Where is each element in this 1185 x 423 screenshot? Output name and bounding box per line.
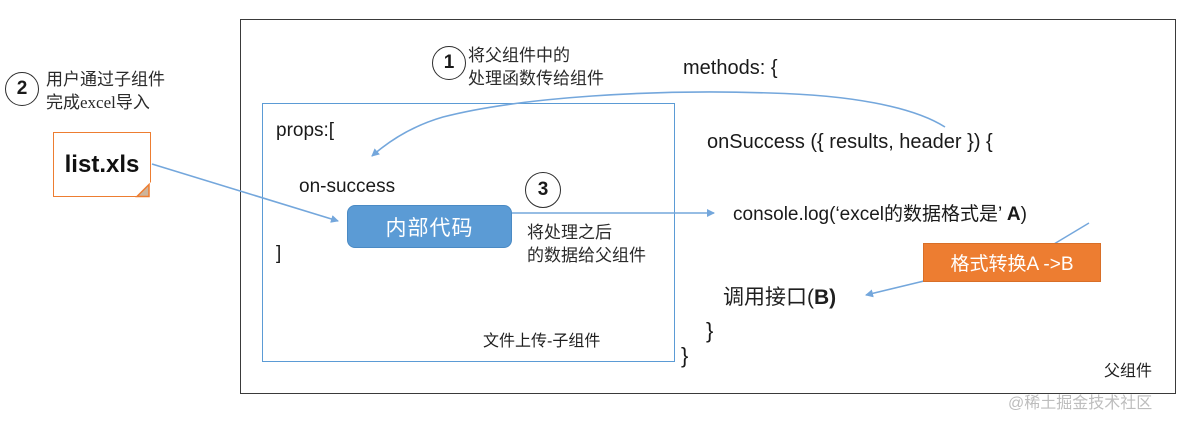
step-3-line1: 将处理之后 (527, 223, 612, 242)
step-1-line2: 处理函数传给组件 (468, 69, 604, 88)
inner-code-label: 内部代码 (385, 216, 474, 240)
console-log-prefix: console.log(‘excel的数据格式是’ (733, 204, 1007, 225)
format-transform-label: 格式转换A ->B (950, 254, 1074, 275)
parent-component-caption: 父组件 (1104, 363, 1153, 380)
call-api-var-b: B (814, 286, 830, 309)
step-3-line2: 的数据给父组件 (527, 246, 646, 265)
step-2-label: 用户通过子组件 完成excel导入 (46, 68, 165, 114)
step-3-badge: 3 (525, 172, 561, 208)
step-2-badge: 2 (5, 72, 39, 106)
methods-close-brace: } (681, 343, 689, 368)
methods-open-text: methods: { (683, 57, 778, 79)
step-1-number: 1 (443, 52, 455, 73)
format-transform-node: 格式转换A ->B (923, 243, 1101, 282)
step-3-number: 3 (537, 179, 549, 200)
call-api-prefix: 调用接口( (723, 286, 814, 309)
props-open-text: props:[ (276, 120, 335, 141)
file-node-label: list.xls (64, 150, 140, 178)
child-component-caption: 文件上传-子组件 (483, 333, 601, 350)
file-node-listxls: list.xls (53, 132, 152, 198)
console-log-suffix: ) (1020, 204, 1027, 225)
console-log-line: console.log(‘excel的数据格式是’ A) (733, 199, 1027, 226)
step-1-line1: 将父组件中的 (468, 46, 570, 65)
step-2-line2: 完成excel导入 (46, 93, 150, 112)
step-1-label: 将父组件中的 处理函数传给组件 (468, 44, 604, 90)
props-close-text: ] (276, 243, 282, 264)
call-api-line: 调用接口(B) (723, 281, 836, 311)
onsuccess-signature-text: onSuccess ({ results, header }) { (707, 131, 993, 153)
call-api-suffix: ) (829, 286, 837, 309)
step-2-line1: 用户通过子组件 (46, 70, 165, 89)
watermark-text: @稀土掘金技术社区 (1008, 395, 1153, 412)
prop-on-success-text: on-success (299, 176, 396, 197)
onsuccess-close-brace: } (706, 318, 714, 343)
console-log-var-a: A (1006, 204, 1021, 225)
step-3-label: 将处理之后 的数据给父组件 (527, 221, 646, 267)
inner-code-node: 内部代码 (347, 205, 512, 248)
step-1-badge: 1 (432, 46, 466, 80)
folded-corner-icon (135, 181, 152, 198)
step-2-number: 2 (16, 78, 28, 99)
